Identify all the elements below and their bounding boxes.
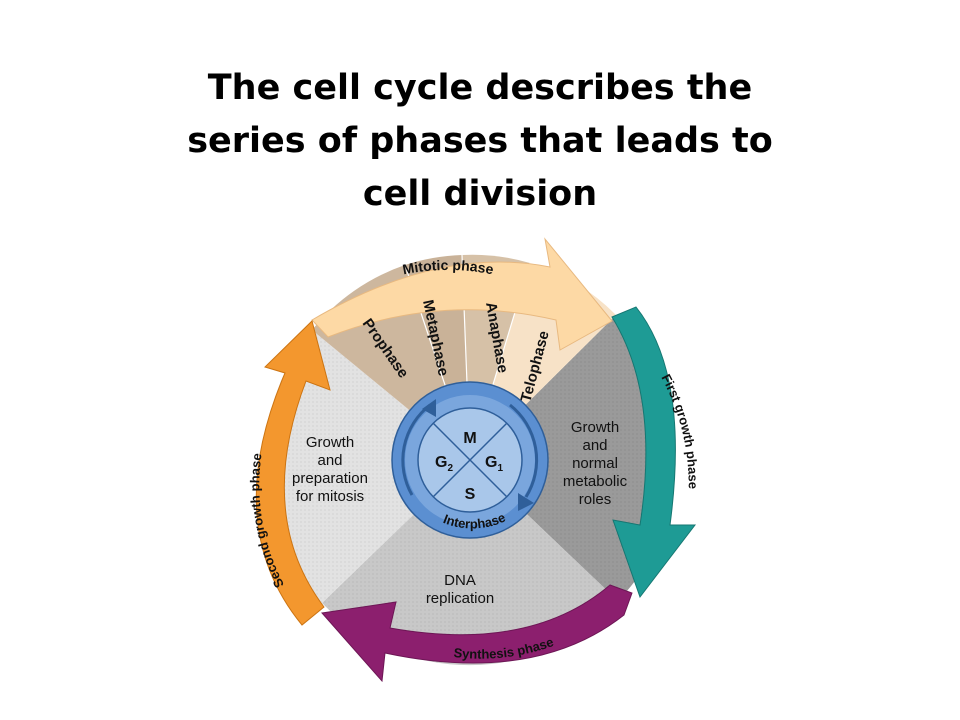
interphase-label: Interphase: [441, 510, 507, 532]
slide-title: The cell cycle describes the series of p…: [60, 62, 900, 221]
ring-arrow-left-icon: [401, 403, 431, 496]
g1-center-label: G1: [485, 454, 503, 474]
s-center-label: S: [465, 486, 476, 503]
cell-cycle-diagram: Mitotic phase First growth phase Synthes…: [247, 237, 701, 683]
g1-label-line-1: Growth: [571, 419, 619, 436]
ring-arrow-right-icon: [509, 403, 539, 498]
title-line-2: series of phases that leads to: [187, 121, 773, 161]
second-growth-arrow: [255, 320, 331, 626]
first-growth-arrow: [611, 306, 697, 599]
g2-label-line-2: and: [317, 452, 342, 469]
mitotic-phase-arrow: [311, 237, 613, 351]
g2-label-line-4: for mitosis: [296, 488, 364, 505]
s-label-line-2: replication: [426, 590, 494, 607]
g1-label-line-2: and: [582, 437, 607, 454]
s-sector-label: DNA replication: [426, 572, 494, 607]
g1-label-line-3: normal: [572, 455, 618, 472]
mitotic-phase-label: Mitotic phase: [401, 257, 495, 278]
m-label: M: [463, 430, 476, 447]
g1-sector-label: Growth and normal metabolic roles: [563, 419, 628, 508]
s-label-line-1: DNA: [444, 572, 476, 589]
synthesis-arrow: [321, 584, 633, 683]
title-line-3: cell division: [362, 174, 598, 214]
g2-label-line-3: preparation: [292, 470, 368, 487]
g2-center-label: G2: [435, 454, 453, 474]
g1-label-line-5: roles: [579, 491, 612, 508]
title-line-1: The cell cycle describes the: [207, 68, 753, 108]
g2-label-line-1: Growth: [306, 434, 354, 451]
g2-sector-label: Growth and preparation for mitosis: [292, 434, 368, 505]
g1-label-line-4: metabolic: [563, 473, 628, 490]
